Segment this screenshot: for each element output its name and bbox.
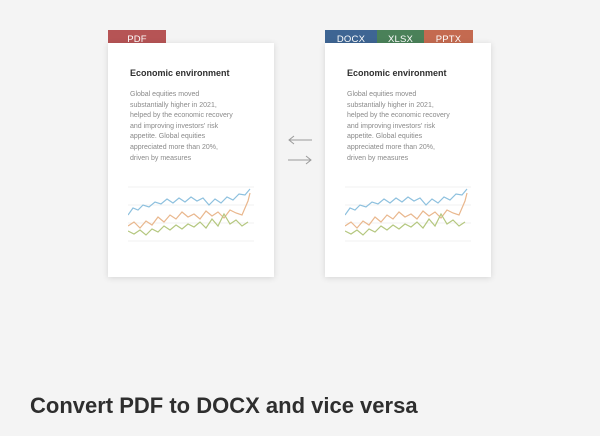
arrow-right-icon xyxy=(288,155,312,165)
body-line: and improving investors' risk xyxy=(347,122,436,130)
body-line: appreciated more than 20%, xyxy=(347,143,435,151)
body-line: driven by measures xyxy=(347,154,409,162)
pdf-document-preview: Economic environment Global equities mov… xyxy=(108,43,274,277)
body-line: appetite. Global equities xyxy=(130,133,206,141)
chart-line-green xyxy=(345,212,466,236)
body-line: substantially higher in 2021, xyxy=(347,101,434,109)
body-line: Global equities moved xyxy=(130,91,200,98)
body-line: driven by measures xyxy=(130,154,192,162)
conversion-arrows xyxy=(288,135,312,165)
chart-line-orange xyxy=(128,192,251,229)
body-line: substantially higher in 2021, xyxy=(130,101,217,109)
page-headline: Convert PDF to DOCX and vice versa xyxy=(30,393,418,418)
arrow-left-icon xyxy=(288,135,312,145)
chart-line-blue xyxy=(345,188,468,216)
body-line: helped by the economic recovery xyxy=(347,112,450,120)
body-line: appreciated more than 20%, xyxy=(130,143,218,151)
document-title: Economic environment xyxy=(130,68,230,78)
document-title: Economic environment xyxy=(347,68,447,78)
office-document-preview: Economic environment Global equities mov… xyxy=(325,43,491,277)
mini-line-chart xyxy=(345,186,471,242)
body-line: Global equities moved xyxy=(347,91,417,98)
body-line: helped by the economic recovery xyxy=(130,112,233,120)
body-line: appetite. Global equities xyxy=(347,133,423,141)
document-body-text: Global equities moved substantially high… xyxy=(347,90,475,164)
chart-line-orange xyxy=(345,192,468,229)
mini-line-chart xyxy=(128,186,254,242)
document-body-text: Global equities moved substantially high… xyxy=(130,90,258,164)
body-line: and improving investors' risk xyxy=(130,122,219,130)
chart-line-blue xyxy=(128,188,251,216)
chart-line-green xyxy=(128,212,249,236)
